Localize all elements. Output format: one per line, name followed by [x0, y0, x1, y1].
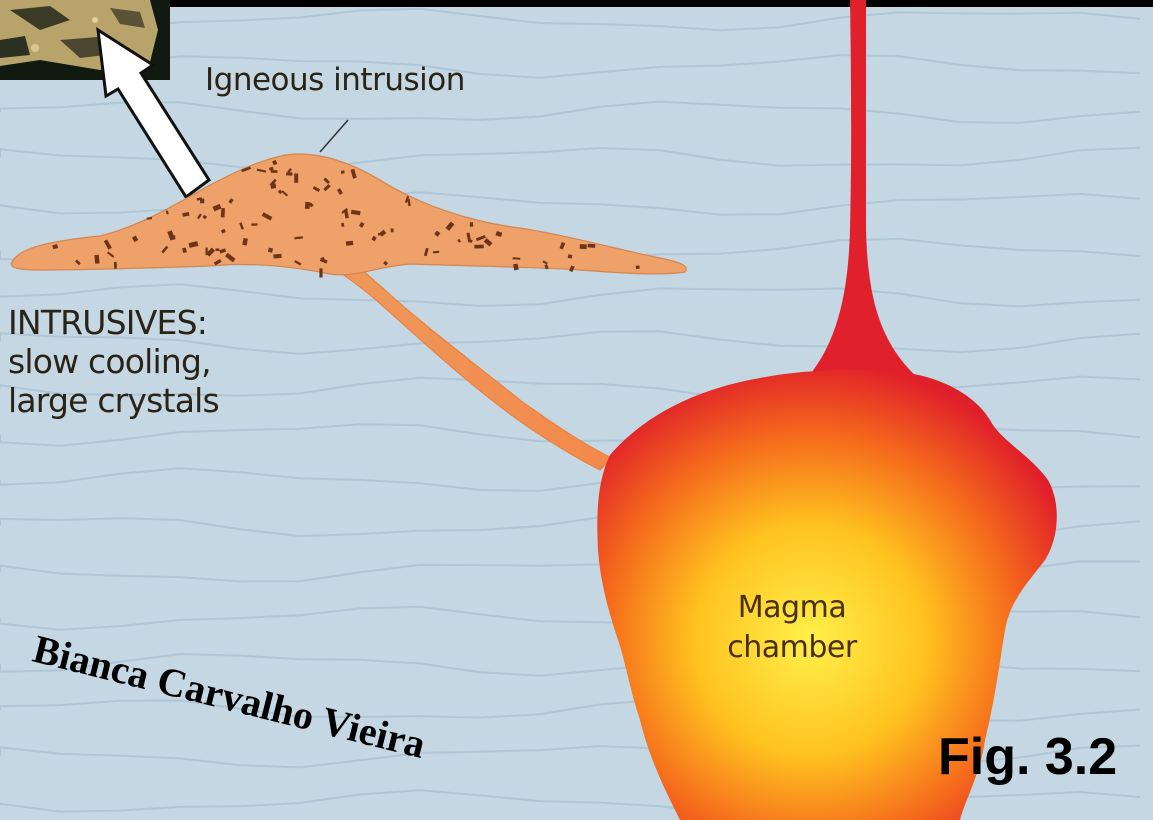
crystal-fleck — [513, 257, 521, 259]
crystal-fleck — [636, 265, 640, 269]
intrusives-line-crystals: large crystals — [8, 381, 219, 420]
crystal-fleck — [221, 208, 225, 217]
top-border — [0, 0, 1153, 7]
crystal-fleck — [346, 241, 354, 246]
crystal-fleck — [391, 228, 394, 232]
figure-number: Fig. 3.2 — [938, 727, 1117, 787]
crystal-fleck — [470, 222, 473, 227]
crystal-fleck — [588, 244, 596, 248]
magma-label-line1: Magma — [712, 588, 872, 628]
crystal-fleck — [215, 249, 219, 252]
crystal-fleck — [319, 268, 322, 277]
igneous-intrusion-label: Igneous intrusion — [205, 62, 465, 98]
crystal-fleck — [251, 223, 257, 226]
crystal-fleck — [114, 262, 117, 269]
crystal-fleck — [270, 183, 276, 189]
crystal-fleck — [94, 255, 99, 264]
crystal-fleck — [474, 245, 484, 249]
intrusives-title: INTRUSIVES: — [8, 303, 219, 342]
intrusives-line-cooling: slow cooling, — [8, 342, 219, 381]
crystal-fleck — [580, 244, 587, 249]
intrusives-caption: INTRUSIVES: slow cooling, large crystals — [8, 303, 219, 420]
crystal-fleck — [341, 170, 345, 173]
crystal-fleck — [305, 202, 310, 209]
magma-chamber-label: Magma chamber — [712, 588, 872, 668]
crystal-fleck — [294, 174, 298, 183]
magma-label-line2: chamber — [712, 628, 872, 668]
crystal-fleck — [271, 170, 278, 173]
crystal-fleck — [568, 254, 572, 258]
crystal-fleck — [273, 254, 281, 259]
